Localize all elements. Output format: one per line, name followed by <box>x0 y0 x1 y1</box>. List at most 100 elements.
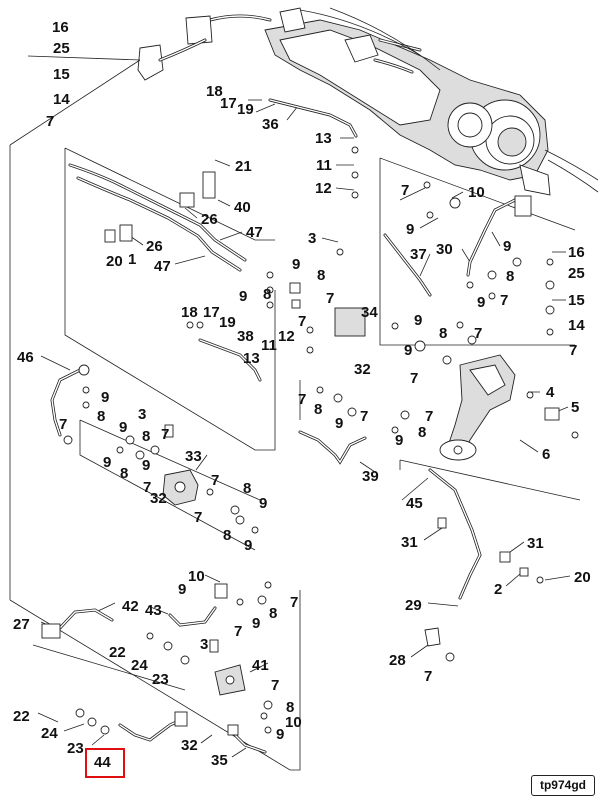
callout-47: 47 <box>246 224 263 241</box>
callout-43: 43 <box>145 602 162 619</box>
callout-12: 12 <box>315 180 332 197</box>
callout-7: 7 <box>401 182 409 199</box>
callout-23: 23 <box>67 740 84 757</box>
callout-41: 41 <box>252 657 269 674</box>
callout-9: 9 <box>252 615 260 632</box>
callout-8: 8 <box>263 286 271 303</box>
callout-9: 9 <box>101 389 109 406</box>
callout-7: 7 <box>59 416 67 433</box>
callout-14: 14 <box>53 91 70 108</box>
callout-9: 9 <box>335 415 343 432</box>
hose-assemblies-left <box>68 98 366 382</box>
callout-17: 17 <box>203 304 220 321</box>
callout-32: 32 <box>354 361 371 378</box>
callout-31: 31 <box>401 534 418 551</box>
callout-16: 16 <box>52 19 69 36</box>
callout-9: 9 <box>404 342 412 359</box>
callout-15: 15 <box>53 66 70 83</box>
callout-9: 9 <box>503 238 511 255</box>
callout-14: 14 <box>568 317 585 334</box>
callout-25: 25 <box>568 265 585 282</box>
callout-9: 9 <box>292 256 300 273</box>
callout-22: 22 <box>13 708 30 725</box>
callout-8: 8 <box>317 267 325 284</box>
callout-7: 7 <box>234 623 242 640</box>
figure-code-box: tp974gd <box>531 775 595 796</box>
callout-24: 24 <box>41 725 58 742</box>
callout-10: 10 <box>188 568 205 585</box>
callout-19: 19 <box>237 101 254 118</box>
callout-8: 8 <box>223 527 231 544</box>
callout-24: 24 <box>131 657 148 674</box>
callout-9: 9 <box>103 454 111 471</box>
callout-28: 28 <box>389 652 406 669</box>
callout-4: 4 <box>546 384 555 401</box>
callout-3: 3 <box>138 406 146 423</box>
callout-5: 5 <box>571 399 579 416</box>
callout-8: 8 <box>314 401 322 418</box>
callout-20: 20 <box>574 569 591 586</box>
highlighted-callout-box <box>85 748 125 778</box>
callout-8: 8 <box>439 325 447 342</box>
callout-8: 8 <box>243 480 251 497</box>
hose-46 <box>50 364 90 445</box>
callout-18: 18 <box>206 83 223 100</box>
callout-7: 7 <box>194 509 202 526</box>
callout-26: 26 <box>201 211 218 228</box>
callout-29: 29 <box>405 597 422 614</box>
callout-9: 9 <box>244 537 252 554</box>
callout-26: 26 <box>146 238 163 255</box>
callout-11: 11 <box>316 157 332 174</box>
callout-36: 36 <box>262 116 279 133</box>
callout-7: 7 <box>326 290 334 307</box>
callout-8: 8 <box>97 408 105 425</box>
lower-assembly <box>41 581 273 754</box>
callout-6: 6 <box>542 446 550 463</box>
callout-9: 9 <box>178 581 186 598</box>
callout-19: 19 <box>219 314 236 331</box>
callout-13: 13 <box>243 350 260 367</box>
callout-32: 32 <box>150 490 167 507</box>
callout-7: 7 <box>424 668 432 685</box>
callout-7: 7 <box>500 292 508 309</box>
callout-20: 20 <box>106 253 123 270</box>
callout-9: 9 <box>142 457 150 474</box>
callout-44-highlighted: 44 <box>94 754 111 771</box>
callout-3: 3 <box>200 636 208 653</box>
callout-8: 8 <box>142 428 150 445</box>
callout-38: 38 <box>237 328 254 345</box>
callout-8: 8 <box>418 424 426 441</box>
callout-9: 9 <box>119 419 127 436</box>
callout-9: 9 <box>477 294 485 311</box>
callout-18: 18 <box>181 304 198 321</box>
callout-7: 7 <box>298 313 306 330</box>
callout-7: 7 <box>298 391 306 408</box>
callout-12: 12 <box>278 328 295 345</box>
callout-3: 3 <box>308 230 316 247</box>
callout-35: 35 <box>211 752 228 769</box>
assembly-frames <box>9 147 581 771</box>
fittings-right-centre <box>383 181 555 365</box>
hose-45-29 <box>424 468 544 662</box>
callout-7: 7 <box>46 113 54 130</box>
callout-9: 9 <box>259 495 267 512</box>
callout-21: 21 <box>235 158 252 175</box>
callout-7: 7 <box>410 370 418 387</box>
callout-10: 10 <box>468 184 485 201</box>
callout-45: 45 <box>406 495 423 512</box>
callout-9: 9 <box>239 288 247 305</box>
callout-46: 46 <box>17 349 34 366</box>
callout-7: 7 <box>211 472 219 489</box>
callout-9: 9 <box>406 221 414 238</box>
callout-25: 25 <box>53 40 70 57</box>
callout-34: 34 <box>361 304 378 321</box>
callout-40: 40 <box>234 199 251 216</box>
engine-turbo-assembly <box>137 7 599 196</box>
callout-33: 33 <box>185 448 202 465</box>
callout-8: 8 <box>506 268 514 285</box>
callout-7: 7 <box>143 479 151 496</box>
callout-32: 32 <box>181 737 198 754</box>
callout-37: 37 <box>410 246 427 263</box>
